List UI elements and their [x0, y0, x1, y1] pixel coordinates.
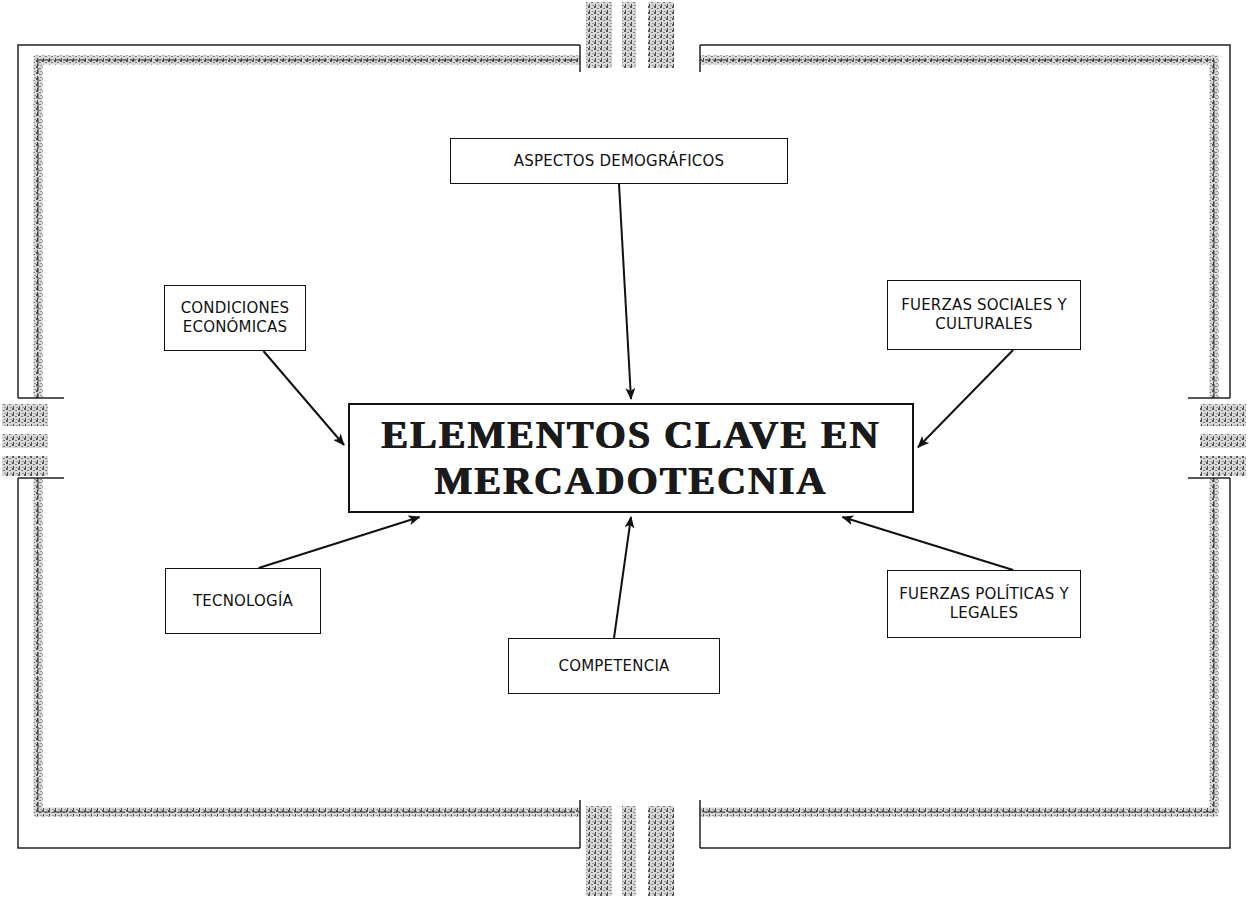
- diagram-title: ELEMENTOS CLAVE EN MERCADOTECNIA: [360, 412, 902, 504]
- factor-box: ASPECTOS DEMOGRÁFICOS: [450, 138, 788, 184]
- factor-label: CONDICIONES ECONÓMICAS: [175, 299, 295, 337]
- title-box: ELEMENTOS CLAVE EN MERCADOTECNIA: [348, 403, 914, 513]
- arrow-connector: [614, 517, 631, 638]
- arrow-connector: [842, 517, 1013, 570]
- factor-label: COMPETENCIA: [559, 657, 670, 676]
- arrow-connector: [619, 184, 631, 399]
- arrow-connector: [263, 351, 344, 445]
- factor-label: TECNOLOGÍA: [193, 592, 293, 611]
- factor-label: FUERZAS POLÍTICAS Y LEGALES: [898, 585, 1070, 623]
- factor-box: CONDICIONES ECONÓMICAS: [164, 285, 306, 351]
- factor-box: COMPETENCIA: [508, 638, 720, 694]
- arrow-connector: [259, 517, 420, 568]
- factor-label: FUERZAS SOCIALES Y CULTURALES: [898, 296, 1070, 334]
- arrow-connector: [918, 350, 1013, 447]
- factor-box: TECNOLOGÍA: [165, 568, 321, 634]
- factor-box: FUERZAS SOCIALES Y CULTURALES: [887, 280, 1081, 350]
- factor-label: ASPECTOS DEMOGRÁFICOS: [514, 152, 725, 171]
- factor-box: FUERZAS POLÍTICAS Y LEGALES: [887, 570, 1081, 638]
